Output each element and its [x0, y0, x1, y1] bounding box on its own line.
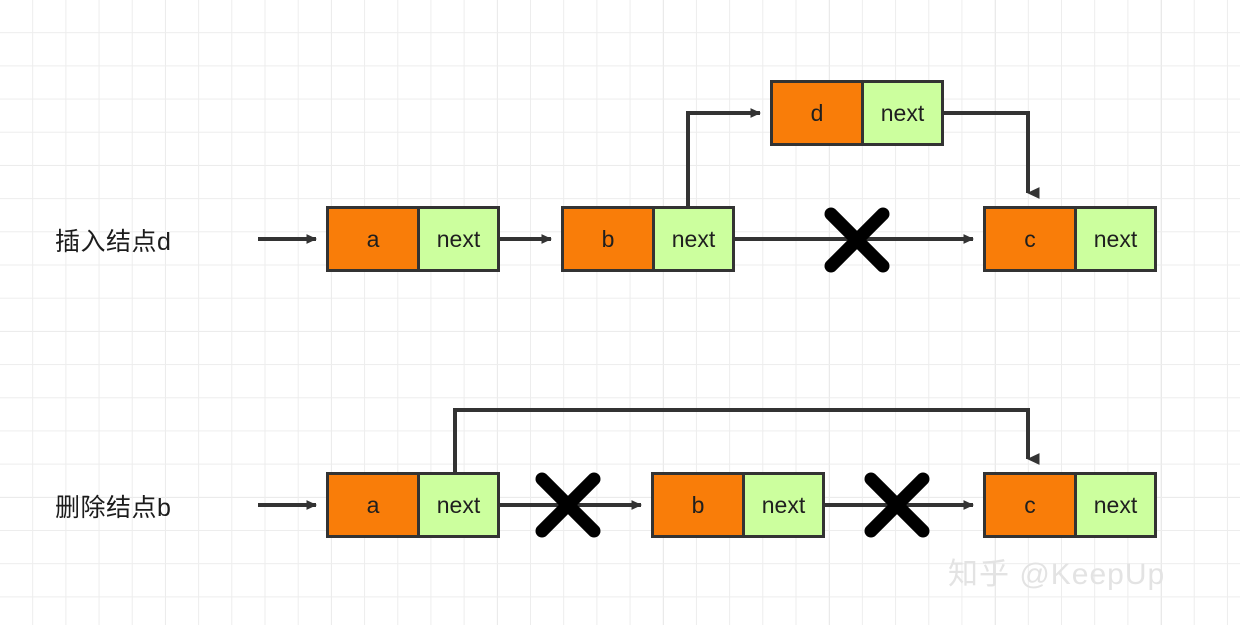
- node-b-row2-next: next: [745, 475, 822, 535]
- row-label-insert: 插入结点d: [55, 228, 172, 256]
- node-a-row1-next: next: [420, 209, 497, 269]
- node-b-row1[interactable]: b next: [561, 206, 735, 272]
- node-c-row2[interactable]: c next: [983, 472, 1157, 538]
- node-a-row2[interactable]: a next: [326, 472, 500, 538]
- arrow-d-next-to-c: [942, 111, 1040, 199]
- node-a-row1[interactable]: a next: [326, 206, 500, 272]
- node-b-row2-data: b: [654, 475, 745, 535]
- node-d-row1-next: next: [864, 83, 941, 143]
- node-a-row2-next: next: [420, 475, 497, 535]
- row-label-delete: 删除结点b: [55, 494, 172, 522]
- node-b-row1-next: next: [655, 209, 732, 269]
- delete-cross-a-to-b: [535, 472, 601, 538]
- delete-cross-b-to-c: [864, 472, 930, 538]
- node-d-row1-data: d: [773, 83, 864, 143]
- node-d-row1[interactable]: d next: [770, 80, 944, 146]
- node-c-row1[interactable]: c next: [983, 206, 1157, 272]
- node-c-row2-next: next: [1077, 475, 1154, 535]
- arrow-a-next-bypass-to-c: [453, 408, 1040, 472]
- node-c-row1-data: c: [986, 209, 1077, 269]
- node-b-row2[interactable]: b next: [651, 472, 825, 538]
- node-a-row1-data: a: [329, 209, 420, 269]
- watermark-zhihu: 知乎 @KeepUp: [948, 558, 1166, 591]
- node-b-row1-data: b: [564, 209, 655, 269]
- arrow-b-next-to-d: [686, 108, 761, 206]
- insert-cross-b-to-c: [824, 207, 890, 273]
- node-a-row2-data: a: [329, 475, 420, 535]
- node-c-row1-next: next: [1077, 209, 1154, 269]
- node-c-row2-data: c: [986, 475, 1077, 535]
